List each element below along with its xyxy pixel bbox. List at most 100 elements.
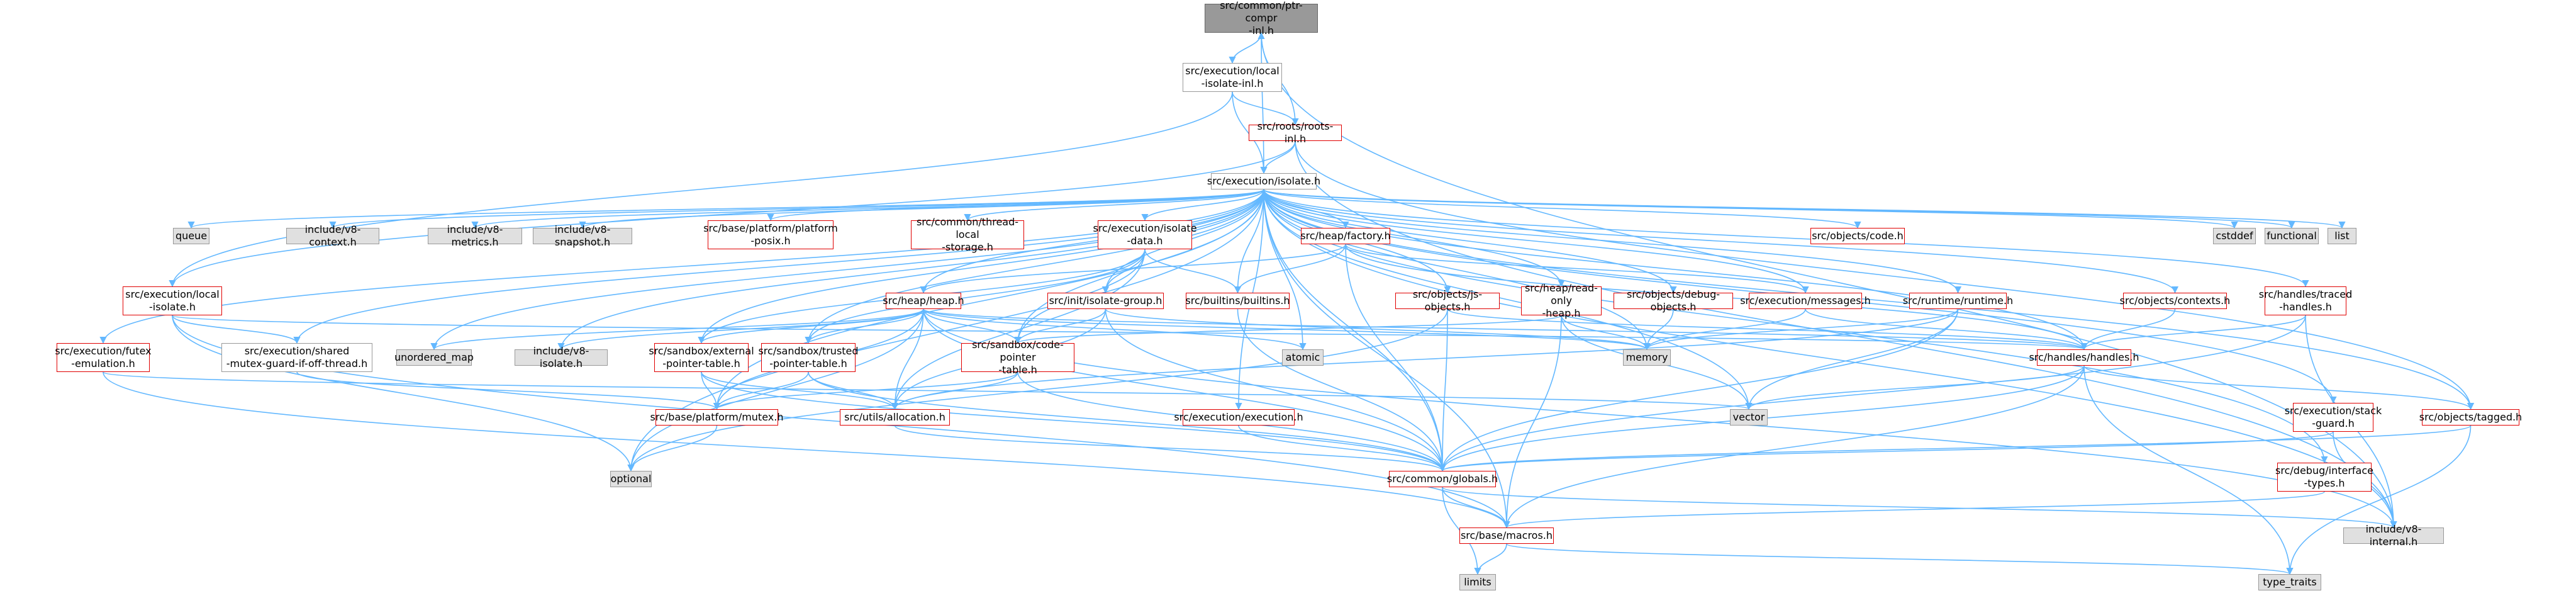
edge-external_pointer_table-to-utils_allocation (701, 371, 898, 410)
node-v8-isolate[interactable]: include/v8-isolate.h (515, 345, 608, 370)
edge-execution_execution-to-common_globals (1238, 425, 1446, 472)
edge-heap_heap-to-handles (923, 308, 2088, 351)
edge-runtime-to-common_globals (1439, 308, 1959, 472)
edge-execution_messages-to-memory (1643, 308, 1806, 351)
edge-heap_heap-to-external_pointer_table (698, 308, 924, 344)
node-debug-interface-types[interactable]: src/debug/interface -types.h (2275, 463, 2373, 492)
node-builtins[interactable]: src/builtins/builtins.h (1185, 293, 1290, 309)
edge-execution_isolate-to-platform_posix (767, 189, 1264, 222)
node-heap-heap[interactable]: src/heap/heap.h (883, 293, 964, 309)
edge-base_macros-to-type_traits (1506, 543, 2294, 575)
edge-execution_isolate-to-runtime (1263, 189, 1961, 294)
node-objects-contexts[interactable]: src/objects/contexts.h (2120, 293, 2230, 309)
edge-runtime-to-memory (1643, 308, 1959, 351)
edge-execution_isolate-to-thread_local_storage (964, 189, 1264, 222)
edge-handles-to-type_traits (2083, 365, 2294, 575)
node-list[interactable]: list (2328, 228, 2356, 244)
node-execution-local-isolate[interactable]: src/execution/local -isolate.h (123, 286, 222, 315)
node-root-ptr-compr-inl[interactable]: src/common/ptr-compr -inl.h (1205, 0, 1318, 37)
edge-execution_isolate-to-execution_messages (1263, 189, 1809, 294)
edge-execution_isolate-to-debug_interface_types (1263, 189, 2328, 464)
edge-execution_local_isolate-to-shared_mutex_guard (172, 315, 301, 344)
edge-heap_heap-to-common_globals (923, 308, 1446, 472)
node-common-globals[interactable]: src/common/globals.h (1387, 471, 1498, 487)
node-trusted-pointer-table[interactable]: src/sandbox/trusted -pointer-table.h (758, 343, 859, 372)
node-thread-local-storage[interactable]: src/common/thread-local -storage.h (911, 216, 1024, 253)
node-handles[interactable]: src/handles/handles.h (2029, 349, 2139, 366)
node-heap-factory[interactable]: src/heap/factory.h (1300, 228, 1391, 244)
edge-execution_isolate-to-traced_handles (1263, 189, 2309, 288)
node-execution-messages[interactable]: src/execution/messages.h (1740, 293, 1871, 309)
node-type-traits[interactable]: type_traits (2258, 574, 2321, 590)
edge-execution_isolate-to-objects_code (1263, 189, 1861, 229)
node-code-pointer-table[interactable]: src/sandbox/code-pointer -table.h (961, 339, 1074, 376)
edge-execution_isolate-to-cstddef (1263, 189, 2238, 229)
node-limits[interactable]: limits (1459, 574, 1496, 590)
node-cstddef[interactable]: cstddef (2213, 228, 2256, 244)
edge-heap_heap-to-unordered_map (430, 308, 924, 351)
edge-base_macros-to-limits (1474, 543, 1507, 575)
node-execution-futex-emulation[interactable]: src/execution/futex -emulation.h (55, 343, 152, 372)
node-shared-mutex-guard[interactable]: src/execution/shared -mutex-guard-if-off… (221, 343, 372, 372)
node-vector[interactable]: vector (1730, 409, 1768, 426)
edge-heap_heap-to-optional (627, 308, 924, 472)
node-init-isolate-group[interactable]: src/init/isolate-group.h (1047, 293, 1164, 309)
edge-runtime-to-vector (1745, 308, 1959, 410)
node-isolate-data[interactable]: src/execution/isolate -data.h (1093, 220, 1197, 249)
node-execution-isolate[interactable]: src/execution/isolate.h (1207, 173, 1320, 189)
node-v8-snapshot[interactable]: include/v8-snapshot.h (533, 223, 632, 248)
node-memory[interactable]: memory (1623, 349, 1671, 366)
node-objects-tagged[interactable]: src/objects/tagged.h (2419, 409, 2522, 426)
node-platform-posix[interactable]: src/base/platform/platform -posix.h (703, 220, 838, 249)
edge-execution_local_isolate-to-handles (172, 315, 2087, 351)
node-runtime[interactable]: src/runtime/runtime.h (1903, 293, 2013, 309)
edge-execution_isolate-to-unordered_map (430, 189, 1264, 351)
node-v8-internal[interactable]: include/v8-internal.h (2343, 523, 2444, 548)
node-unordered-map[interactable]: unordered_map (394, 349, 474, 366)
edge-utils_allocation-to-common_globals (894, 425, 1446, 472)
edge-objects_tagged-to-common_globals (1439, 425, 2472, 472)
edge-execution_isolate-to-debug_objects (1263, 189, 1677, 294)
edge-heap_factory-to-execution_messages (1345, 244, 1809, 294)
edge-builtins-to-common_globals (1237, 308, 1446, 472)
edge-isolate_data-to-trusted_pointer_table (805, 249, 1146, 344)
edge-external_pointer_table-to-common_globals (701, 371, 1446, 472)
node-atomic[interactable]: atomic (1282, 349, 1324, 366)
edge-init_isolate_group-to-memory (1105, 308, 1651, 351)
node-js-objects[interactable]: src/objects/js-objects.h (1395, 288, 1500, 313)
node-v8-context[interactable]: include/v8-context.h (286, 223, 379, 248)
edge-trusted_pointer_table-to-common_globals (808, 371, 1446, 472)
node-execution-stack-guard[interactable]: src/execution/stack -guard.h (2285, 403, 2382, 432)
node-platform-mutex[interactable]: src/base/platform/mutex.h (650, 409, 783, 426)
edge-execution_isolate-to-isolate_data (1141, 189, 1264, 222)
node-base-macros[interactable]: src/base/macros.h (1459, 527, 1554, 544)
edge-execution_local_isolate_inl-to-execution_isolate (1232, 91, 1268, 174)
edge-root-to-v8_internal (1261, 32, 2397, 529)
node-execution-local-isolate-inl[interactable]: src/execution/local -isolate-inl.h (1183, 63, 1282, 92)
node-utils-allocation[interactable]: src/utils/allocation.h (840, 409, 950, 426)
edge-execution_local_isolate-to-optional (172, 315, 635, 472)
node-optional[interactable]: optional (610, 471, 652, 487)
node-traced-handles[interactable]: src/handles/traced -handles.h (2259, 286, 2352, 315)
node-external-pointer-table[interactable]: src/sandbox/external -pointer-table.h (649, 343, 754, 372)
edge-objects_tagged-to-type_traits (2286, 425, 2472, 575)
edge-js_objects-to-common_globals (1439, 308, 1448, 472)
node-v8-metrics[interactable]: include/v8-metrics.h (428, 223, 522, 248)
edge-handles-to-base_macros (1503, 365, 2085, 529)
node-queue[interactable]: queue (173, 228, 209, 244)
edge-code_pointer_table-to-platform_mutex (713, 371, 1018, 410)
edge-layer (99, 31, 2475, 575)
node-roots-inl[interactable]: src/roots/roots-inl.h (1249, 120, 1342, 145)
edge-js_objects-to-handles (1447, 308, 2088, 351)
node-execution-execution[interactable]: src/execution/execution.h (1174, 409, 1303, 426)
edge-execution_isolate-to-v8_isolate (557, 189, 1264, 351)
node-functional[interactable]: functional (2265, 228, 2319, 244)
edge-isolate_data-to-utils_allocation (891, 249, 1146, 410)
edge-execution_isolate-to-vector (1263, 189, 1753, 410)
edge-handles-to-objects_tagged (2083, 365, 2474, 410)
node-read-only-heap[interactable]: src/heap/read-only -heap.h (1521, 282, 1602, 319)
node-debug-objects[interactable]: src/objects/debug-objects.h (1614, 288, 1733, 313)
edge-execution_isolate-to-builtins (1234, 189, 1264, 294)
node-objects-code[interactable]: src/objects/code.h (1810, 228, 1905, 244)
edge-read_only_heap-to-code_pointer_table (1014, 315, 1562, 344)
